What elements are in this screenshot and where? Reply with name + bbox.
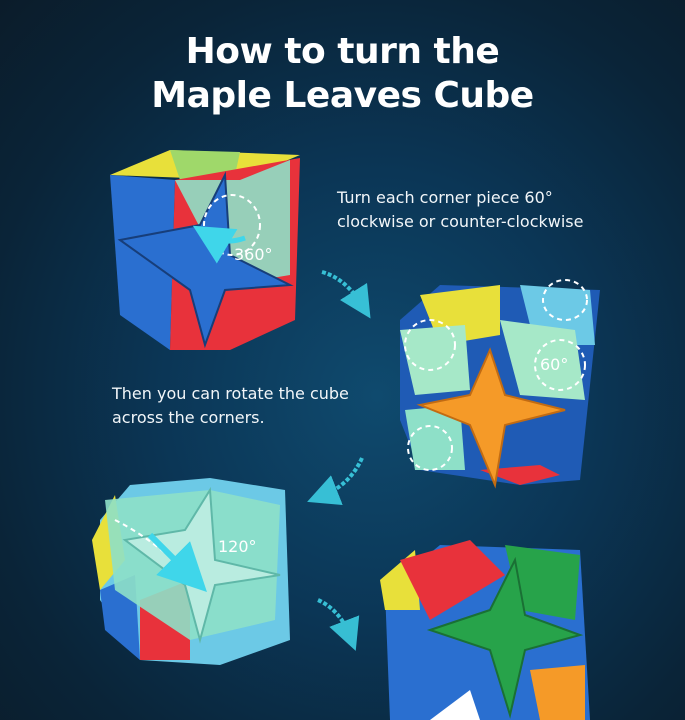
arrow-step-2-to-3 [307, 457, 364, 506]
step-3-caption-line-2: across the corners. [112, 408, 265, 427]
title-line-1: How to turn the [185, 31, 500, 72]
arrow-step-1-to-2 [321, 270, 371, 319]
cube-step-4 [380, 540, 590, 720]
arrow-step-3-to-4 [317, 598, 360, 651]
cube-step-2: 60° [400, 279, 600, 489]
cube-step-3: 120° [92, 478, 290, 665]
page-title: How to turn the Maple Leaves Cube [0, 30, 685, 118]
step-1-caption: Turn each corner piece 60° clockwise or … [337, 186, 583, 234]
step-1-caption-line-2: clockwise or counter-clockwise [337, 212, 584, 231]
angle-360-label: 360° [234, 245, 273, 264]
step-3-caption: Then you can rotate the cube across the … [112, 382, 349, 430]
title-line-2: Maple Leaves Cube [151, 75, 534, 116]
angle-60-label: 60° [540, 355, 568, 374]
cube-step-1: 360° [110, 150, 300, 350]
angle-120-label: 120° [218, 537, 257, 556]
step-1-caption-line-1: Turn each corner piece 60° [337, 188, 553, 207]
step-3-caption-line-1: Then you can rotate the cube [112, 384, 349, 403]
